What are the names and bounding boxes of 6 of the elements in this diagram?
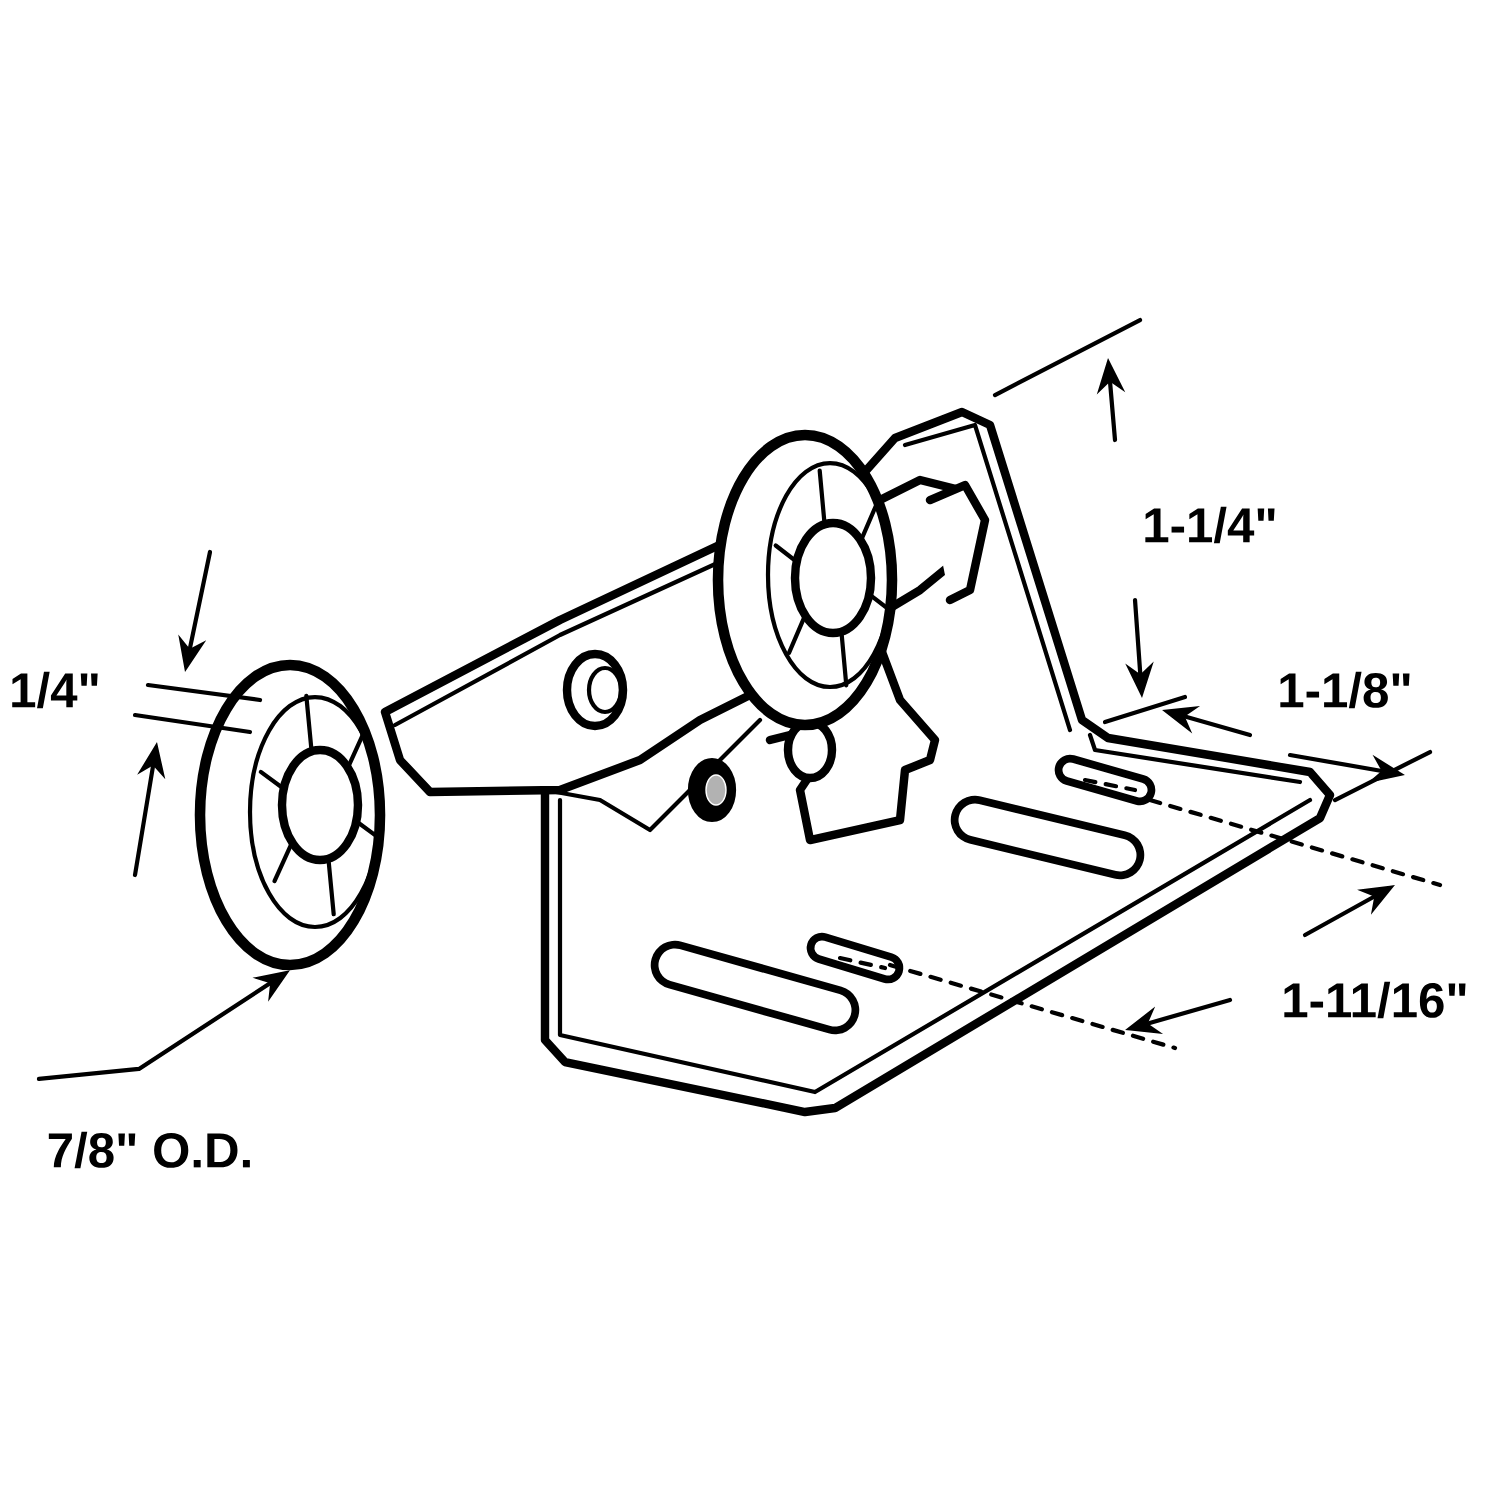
roller-wheel [194, 659, 386, 971]
dimension-text: 1-1/4" [1145, 506, 1275, 544]
dimension-text: 1/4" [12, 671, 98, 709]
dimension-text: 1-1/8" [1280, 671, 1410, 709]
dimension-text: 7/8" O.D. [48, 1131, 250, 1169]
dimension-text: 1-11/16" [1284, 981, 1466, 1019]
